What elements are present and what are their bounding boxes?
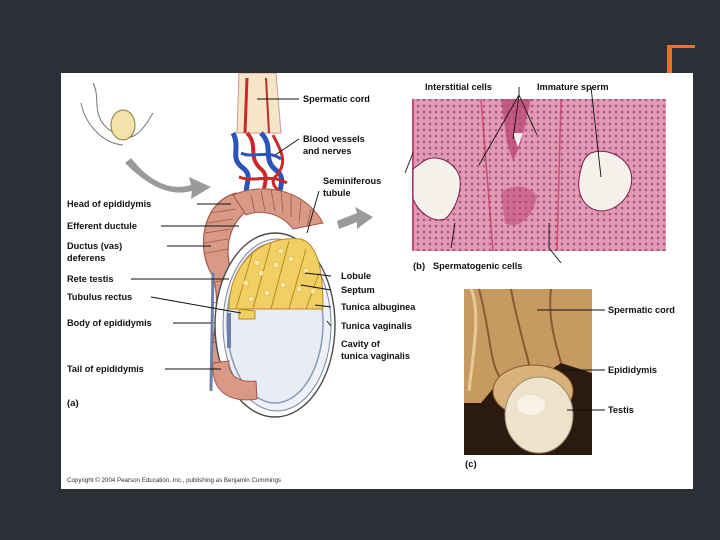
label-seminiferous: Seminiferous bbox=[323, 176, 381, 186]
label-ductus: Ductus (vas) bbox=[67, 241, 122, 251]
label-photo-testis: Testis bbox=[608, 405, 634, 415]
label-body-epididymis: Body of epididymis bbox=[67, 318, 152, 328]
figure-panel: Spermatic cord Blood vessels and nerves … bbox=[61, 73, 693, 489]
label-cavity-tunica: tunica vaginalis bbox=[341, 351, 410, 361]
label-blood-vessels: Blood vessels bbox=[303, 134, 365, 144]
label-tubulus-rectus: Tubulus rectus bbox=[67, 292, 132, 302]
panel-label-a: (a) bbox=[67, 398, 79, 409]
anatomy-figure: Spermatic cord Blood vessels and nerves … bbox=[61, 73, 693, 489]
zoom-arrow-a bbox=[125, 158, 211, 199]
panel-label-b: (b) bbox=[413, 261, 425, 272]
label-efferent-ductule: Efferent ductule bbox=[67, 221, 137, 231]
label-head-epididymis: Head of epididymis bbox=[67, 199, 151, 209]
histology-micrograph bbox=[413, 99, 666, 251]
label-nerves: and nerves bbox=[303, 146, 352, 156]
label-immature-sperm: Immature sperm bbox=[537, 82, 609, 92]
label-spermatic-cord: Spermatic cord bbox=[303, 94, 370, 104]
panel-label-c: (c) bbox=[465, 459, 477, 470]
label-cavity: Cavity of bbox=[341, 339, 381, 349]
label-tubule: tubule bbox=[323, 188, 351, 198]
accent-bar-horizontal bbox=[667, 45, 695, 48]
copyright-text: Copyright © 2004 Pearson Education, Inc.… bbox=[67, 477, 281, 484]
body-inset bbox=[81, 83, 153, 145]
label-photo-spermatic-cord: Spermatic cord bbox=[608, 305, 675, 315]
label-photo-epididymis: Epididymis bbox=[608, 365, 657, 375]
label-tunica-albuginea: Tunica albuginea bbox=[341, 302, 416, 312]
label-tunica-vaginalis: Tunica vaginalis bbox=[341, 321, 412, 331]
label-spermatogenic-cells: Spermatogenic cells bbox=[433, 261, 522, 271]
spermatic-cord-shape bbox=[237, 73, 281, 133]
specimen-photo bbox=[464, 289, 592, 455]
label-lobule: Lobule bbox=[341, 271, 371, 281]
label-tail-epididymis: Tail of epididymis bbox=[67, 364, 144, 374]
accent-bar-vertical bbox=[667, 45, 672, 75]
label-interstitial-cells: Interstitial cells bbox=[425, 82, 492, 92]
label-septum: Septum bbox=[341, 285, 375, 295]
label-deferens: deferens bbox=[67, 253, 105, 263]
label-rete-testis: Rete testis bbox=[67, 274, 113, 284]
zoom-arrow-b bbox=[337, 207, 373, 229]
